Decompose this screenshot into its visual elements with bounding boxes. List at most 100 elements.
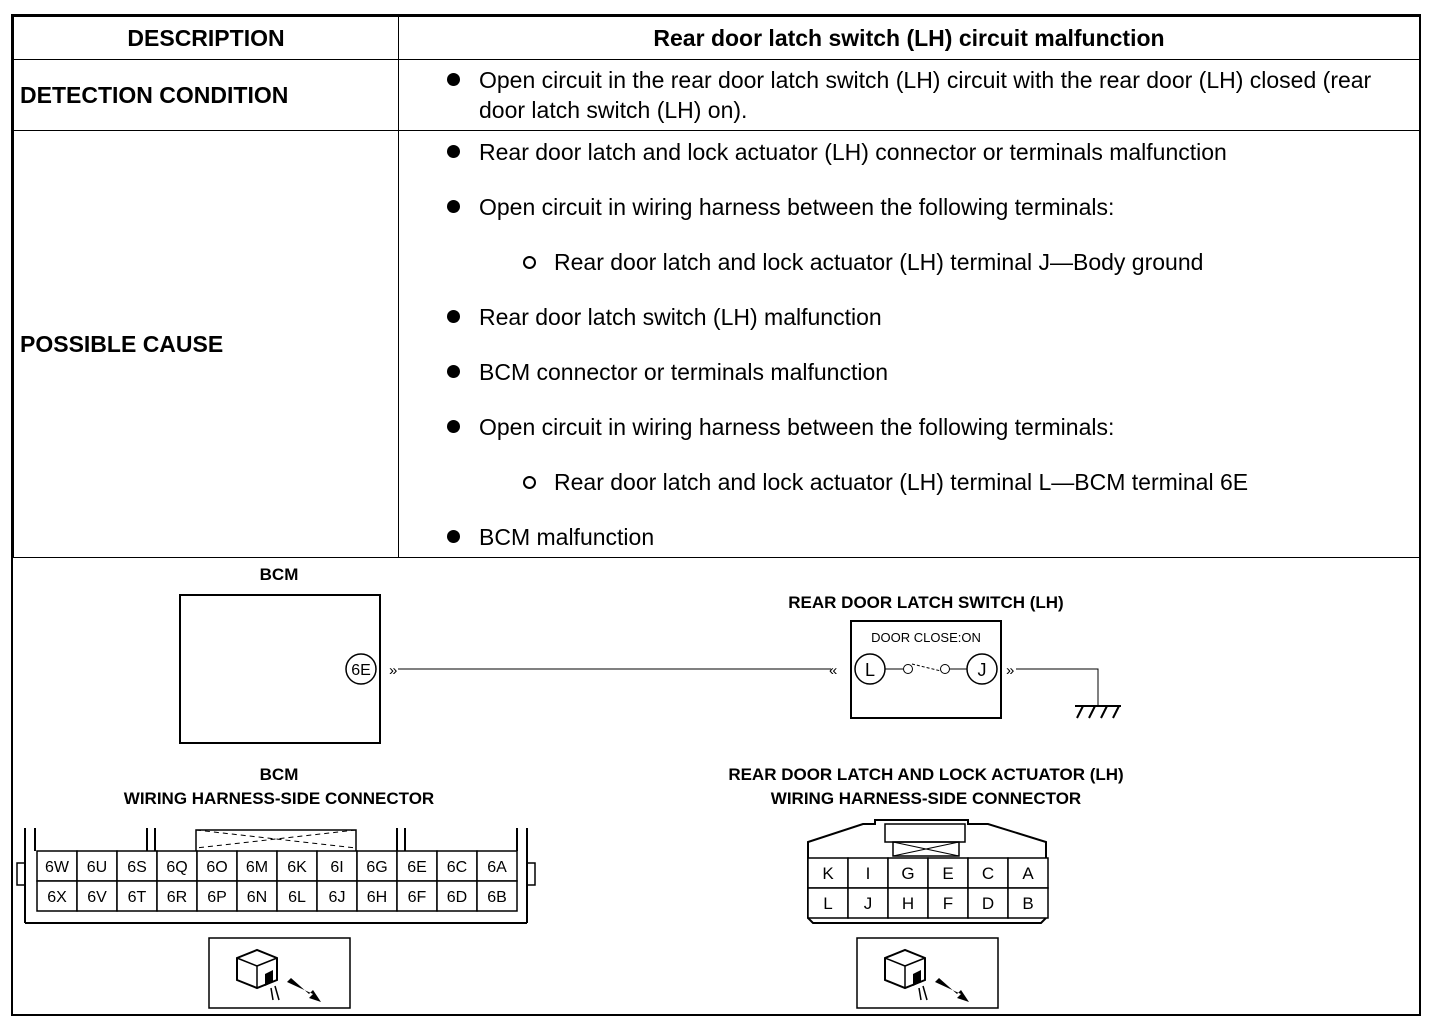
actuator-pin-cell <box>887 857 929 889</box>
bcm-connector <box>16 828 536 924</box>
cause-item: BCM connector or terminals malfunction <box>399 357 1419 387</box>
bcm-pin-cell <box>476 880 518 912</box>
actuator-pin-cell <box>847 887 889 919</box>
actuator-pin-cell <box>1007 857 1049 889</box>
actuator-pin-label: E <box>942 864 953 883</box>
bcm-pin-cell <box>156 880 198 912</box>
bcm-pin-label: 6K <box>287 859 307 876</box>
bcm-pin-cell <box>236 880 278 912</box>
actuator-pin-label: F <box>943 894 953 913</box>
bcm-pin-cell <box>116 880 158 912</box>
switch-contact-b <box>940 664 950 674</box>
bcm-pin-cell <box>476 850 518 882</box>
malfunction-title: Rear door latch switch (LH) circuit malf… <box>398 16 1420 60</box>
bcm-pin-cell <box>396 850 438 882</box>
bcm-pin-cell <box>276 850 318 882</box>
bcm-pin-cell <box>76 850 118 882</box>
bcm-pin-cell <box>436 880 478 912</box>
bcm-label: BCM <box>260 565 299 584</box>
actuator-pin-cell <box>887 887 929 919</box>
bcm-pin-label: 6L <box>288 889 306 906</box>
bcm-pin-cell <box>116 850 158 882</box>
bcm-pin-label: 6S <box>127 859 147 876</box>
possible-cause-cell: Rear door latch and lock actuator (LH) c… <box>398 130 1420 558</box>
detection-condition-cell: Open circuit in the rear door latch swit… <box>398 59 1420 131</box>
actuator-pin-label: J <box>864 894 873 913</box>
bcm-connector-mark: » <box>389 662 397 679</box>
cause-subitem: Rear door latch and lock actuator (LH) t… <box>399 467 1419 497</box>
actuator-pin-cell <box>1007 887 1049 919</box>
bcm-pin-label: 6V <box>87 889 107 906</box>
header-row: DESCRIPTION Rear door latch switch (LH) … <box>13 16 1420 60</box>
bcm-pin-cell <box>276 880 318 912</box>
actuator-pin-label: G <box>901 864 914 883</box>
bcm-connector-subtitle: WIRING HARNESS-SIDE CONNECTOR <box>124 789 434 808</box>
actuator-connector-subtitle: WIRING HARNESS-SIDE CONNECTOR <box>771 789 1081 808</box>
wiring-diagram-svg: BCM 6E » REAR DOOR LATCH SWITCH (LH) DOO… <box>16 565 1124 1009</box>
bcm-pin-label: 6Q <box>166 859 187 876</box>
bcm-pin-label: 6H <box>367 889 387 906</box>
bcm-pin-cell <box>196 850 238 882</box>
switch-arm <box>911 663 942 672</box>
cause-item: Rear door latch and lock actuator (LH) c… <box>399 137 1419 167</box>
actuator-pin-cell <box>967 857 1009 889</box>
connector-view-icon <box>208 937 351 1009</box>
bcm-pin-label: 6D <box>447 889 467 906</box>
bcm-pin-cell <box>36 850 78 882</box>
cause-item: Open circuit in wiring harness between t… <box>399 192 1419 222</box>
bcm-pin-label: 6N <box>247 889 267 906</box>
bcm-pin-label: 6T <box>128 889 147 906</box>
bcm-pin-label: 6M <box>246 859 268 876</box>
cause-item: BCM malfunction <box>399 522 1419 552</box>
actuator-pin-cell <box>967 887 1009 919</box>
bcm-pin-label: 6W <box>45 859 70 876</box>
bcm-pin-label: 6X <box>47 889 67 906</box>
switch-terminal-l-label: L <box>865 660 875 680</box>
actuator-pin-label: H <box>902 894 914 913</box>
switch-contact-a <box>903 664 913 674</box>
actuator-pin-cell <box>927 887 969 919</box>
description-header: DESCRIPTION <box>13 16 399 60</box>
bcm-box <box>179 594 381 744</box>
bcm-pin-label: 6F <box>408 889 427 906</box>
switch-state-label: DOOR CLOSE:ON <box>871 630 981 645</box>
actuator-pin-cell <box>807 887 849 919</box>
bcm-pin-label: 6O <box>206 859 227 876</box>
actuator-pin-label: L <box>823 894 832 913</box>
actuator-connector-title: REAR DOOR LATCH AND LOCK ACTUATOR (LH) <box>728 765 1123 784</box>
bcm-pin-label: 6R <box>167 889 187 906</box>
actuator-pin-label: K <box>822 864 834 883</box>
cause-subitem: Rear door latch and lock actuator (LH) t… <box>399 247 1419 277</box>
detection-condition-label: DETECTION CONDITION <box>13 59 399 131</box>
cause-row: POSSIBLE CAUSE Rear door latch and lock … <box>13 130 1420 558</box>
bcm-terminal-6e <box>345 653 377 685</box>
actuator-pin-label: C <box>982 864 994 883</box>
switch-title: REAR DOOR LATCH SWITCH (LH) <box>788 593 1063 612</box>
switch-connector-mark-right: » <box>1006 662 1014 679</box>
bcm-pin-label: 6U <box>87 859 107 876</box>
bcm-pin-cell <box>316 850 358 882</box>
bcm-pin-label: 6P <box>207 889 227 906</box>
switch-terminal-j-label: J <box>978 660 987 680</box>
bcm-pin-cell <box>436 850 478 882</box>
detection-row: DETECTION CONDITION Open circuit in the … <box>13 59 1420 131</box>
switch-connector-mark-left: « <box>829 662 837 679</box>
diagnostic-page: DESCRIPTION Rear door latch switch (LH) … <box>11 14 1421 1016</box>
switch-box <box>850 620 1002 719</box>
bcm-pin-label: 6I <box>330 859 343 876</box>
possible-cause-label: POSSIBLE CAUSE <box>13 130 399 558</box>
bcm-pin-cell <box>196 880 238 912</box>
bcm-pin-cell <box>316 880 358 912</box>
bcm-terminal-label: 6E <box>351 662 371 679</box>
wiring-diagram: BCM 6E » REAR DOOR LATCH SWITCH (LH) DOO… <box>13 558 1419 1013</box>
actuator-pin-label: D <box>982 894 994 913</box>
wire-j-to-ground <box>1016 668 1099 706</box>
bcm-pin-cell <box>36 880 78 912</box>
actuator-pin-label: A <box>1022 864 1034 883</box>
bcm-pin-label: 6C <box>447 859 467 876</box>
diagnostic-table: DESCRIPTION Rear door latch switch (LH) … <box>13 16 1420 558</box>
bcm-pin-cell <box>356 850 398 882</box>
bcm-pin-label: 6E <box>407 859 427 876</box>
actuator-pin-label: B <box>1022 894 1033 913</box>
